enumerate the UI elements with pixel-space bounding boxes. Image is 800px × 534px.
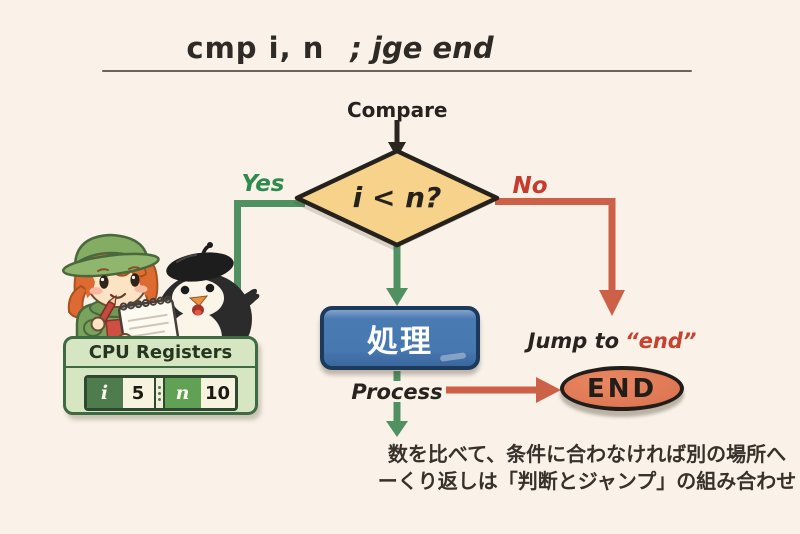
process-node: 処理 [320, 306, 480, 370]
process-node-sheen [439, 352, 467, 362]
cpu-registers-title: CPU Registers [66, 339, 255, 368]
assembly-title: cmp i, n ; jge end [150, 31, 530, 65]
assembly-instruction: cmp i, n [186, 31, 325, 65]
caption-line2: ーくり返しは「判断とジャンプ」の組み合わせ [377, 469, 797, 493]
notepad [117, 295, 180, 349]
register-cells: i 5 n 10 [66, 375, 255, 411]
register-name-n: n [164, 378, 201, 408]
end-terminator-label: END [586, 373, 658, 404]
register-row: i 5 n 10 [83, 375, 238, 411]
process-to-end-arrow [446, 377, 561, 403]
process-label: Process [351, 380, 443, 404]
no-arrowhead [599, 290, 625, 316]
decision-diamond [294, 148, 500, 248]
register-value-n: 10 [200, 378, 235, 408]
cpu-registers-panel: CPU Registers i 5 n 10 [63, 336, 258, 415]
register-value-i: 5 [122, 378, 154, 408]
jump-target: “end” [625, 329, 697, 353]
compare-label: Compare [347, 98, 448, 122]
no-branch-label: No [512, 173, 548, 199]
yes-branch-label: Yes [241, 171, 285, 197]
beret [166, 252, 234, 282]
penguin-pointing-wing [217, 288, 260, 325]
girl-hand [90, 316, 106, 332]
caption-text: 数を比べて、条件に合わなければ別の場所へ ーくり返しは「判断とジャンプ」の組み合… [372, 441, 800, 495]
no-connector [495, 198, 616, 292]
title-underline [102, 70, 692, 72]
jump-label: Jump to“end” [527, 329, 697, 353]
register-name-i: i [86, 378, 123, 408]
assembly-comment: ; jge end [350, 31, 494, 65]
girl-with-notepad [61, 233, 180, 359]
decision-condition: i < n? [352, 181, 442, 214]
process-node-label: 処理 [367, 323, 433, 360]
cap-brim [61, 252, 160, 278]
jump-prefix: Jump to [527, 329, 620, 353]
register-separator [153, 378, 165, 408]
caption-line1: 数を比べて、条件に合わなければ別の場所へ [387, 442, 787, 466]
end-terminator: END [560, 366, 684, 411]
decision-to-process-arrow [386, 243, 408, 306]
process-out-arrow [386, 371, 408, 437]
